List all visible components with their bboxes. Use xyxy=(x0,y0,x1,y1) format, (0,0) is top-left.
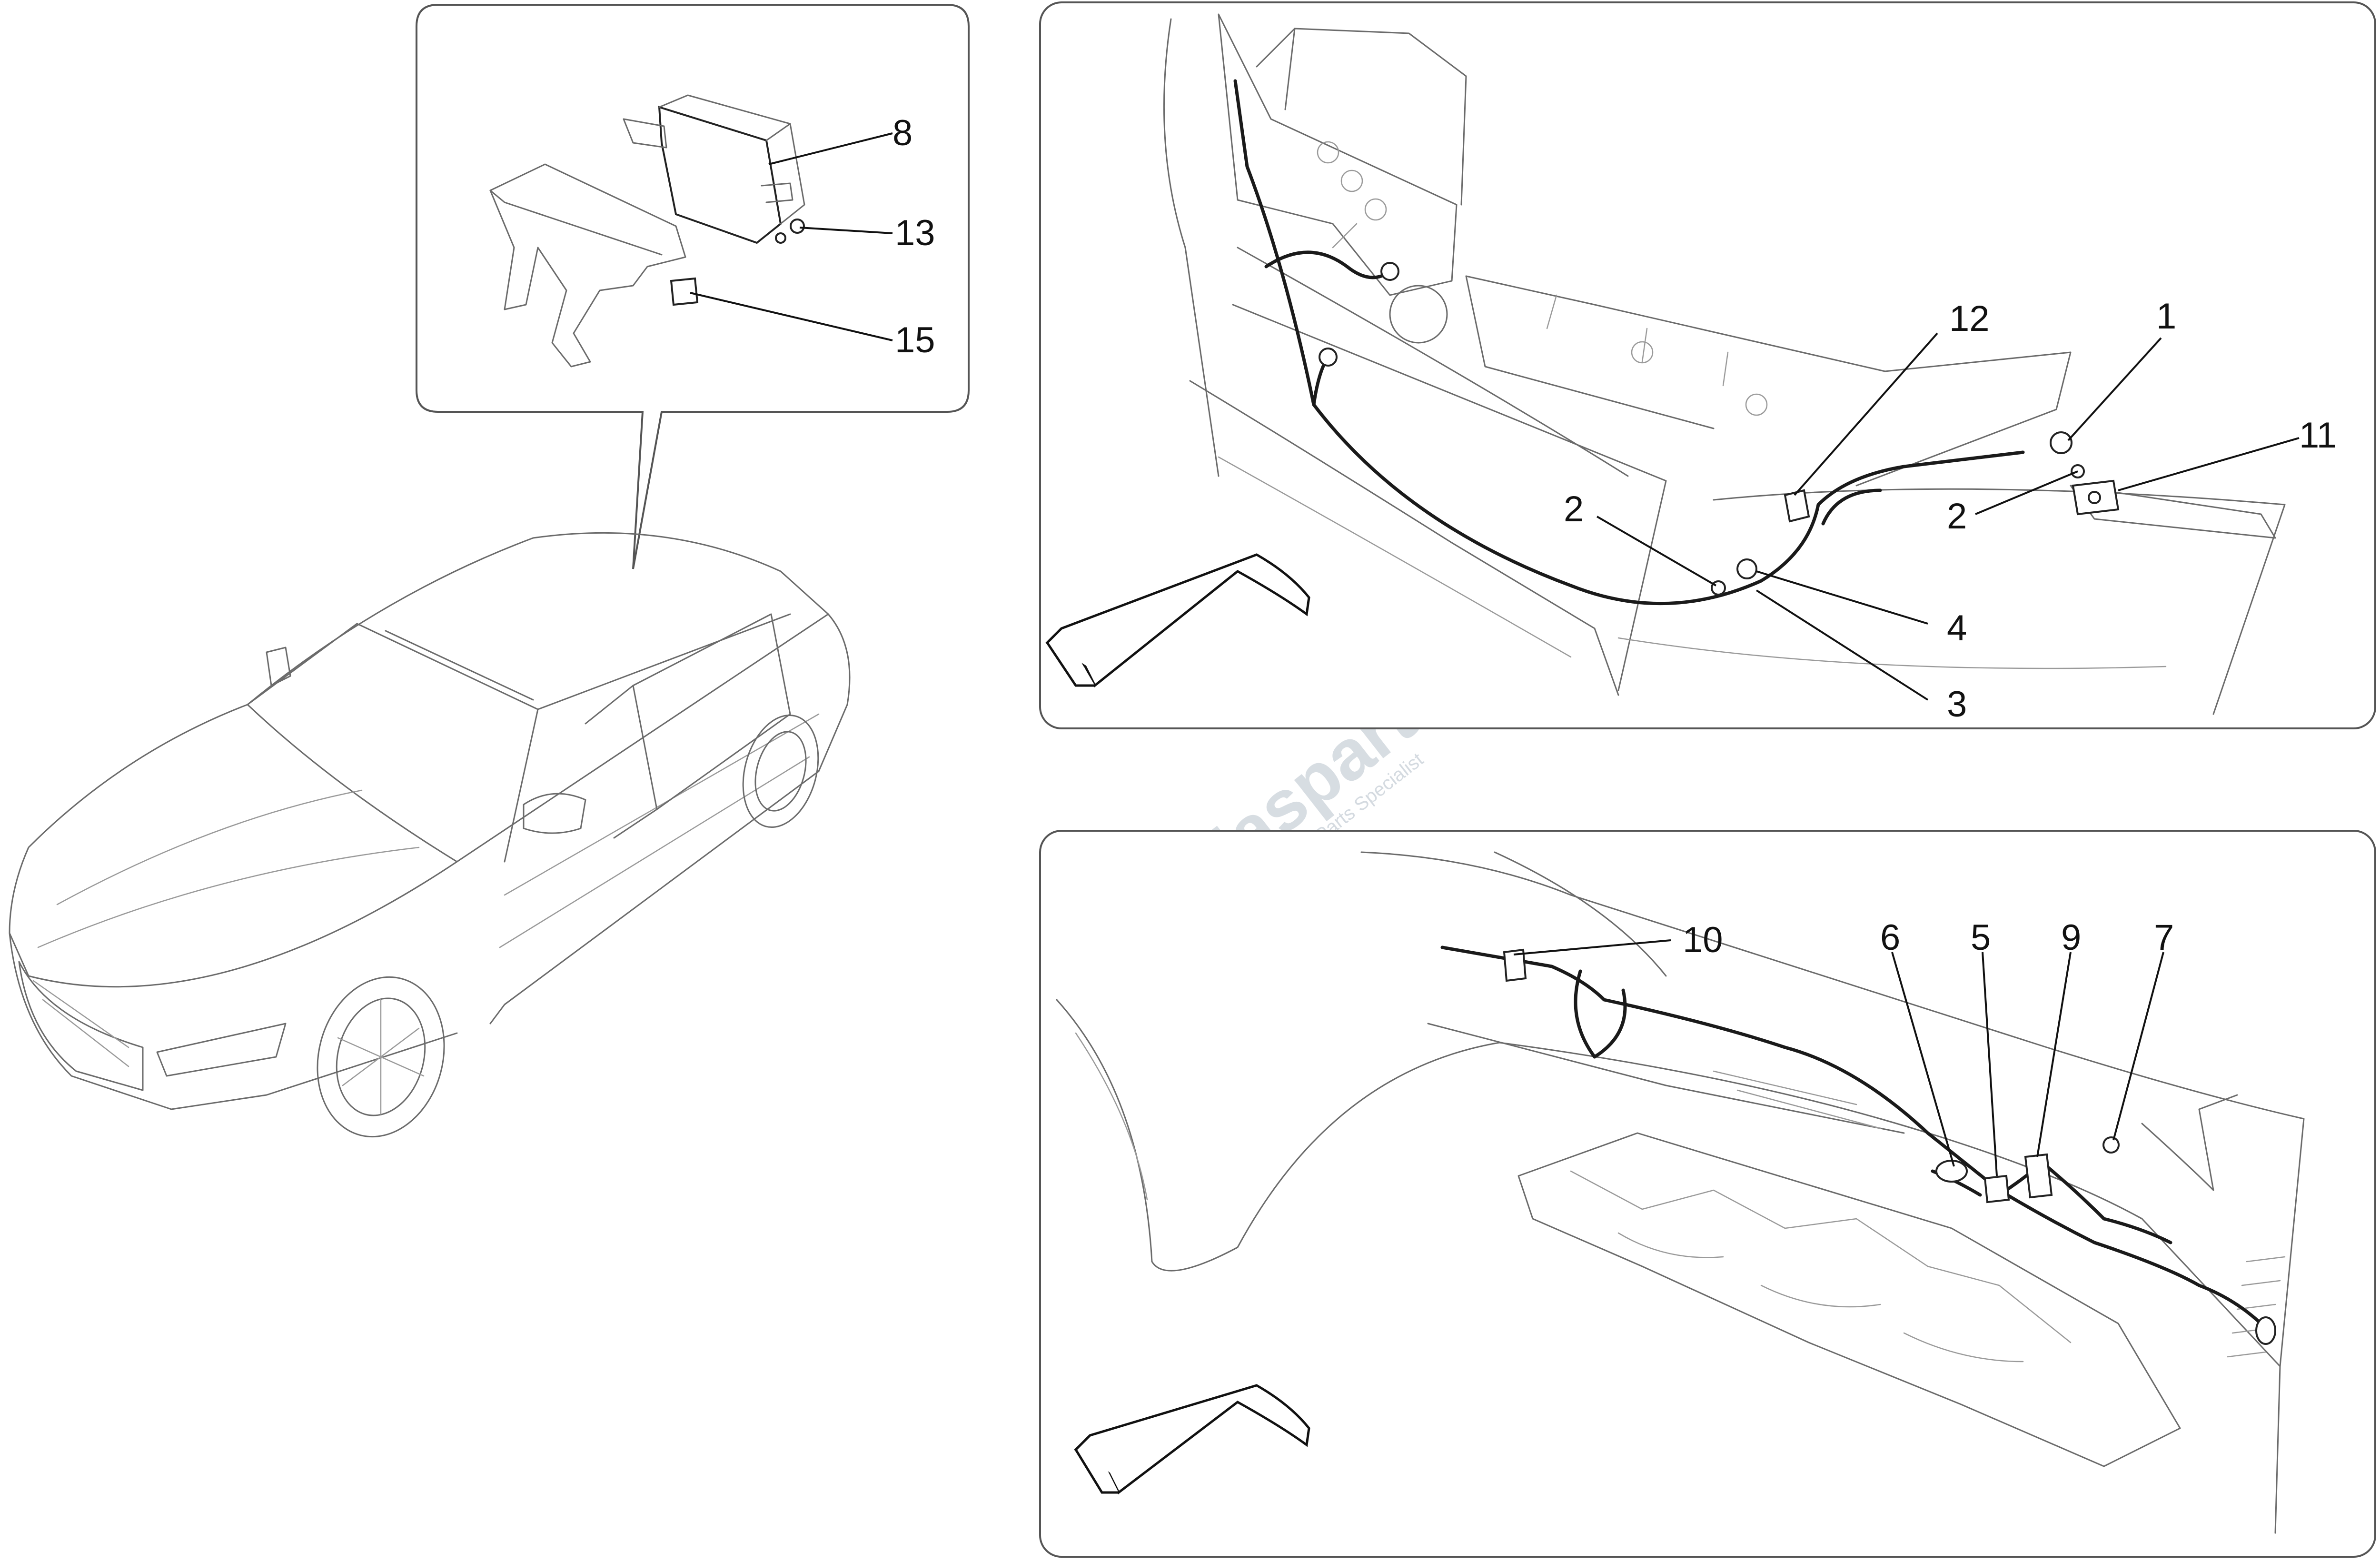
callout-2b: 2 xyxy=(1947,496,1967,537)
clip-5-icon xyxy=(1983,1174,2010,1204)
front-direction-arrow xyxy=(1045,553,1310,687)
connector-12-icon xyxy=(1784,489,1810,523)
sensor-1-icon xyxy=(2050,431,2073,454)
callout-11: 11 xyxy=(2299,415,2337,456)
nut-icon xyxy=(790,219,805,234)
rear-direction-arrow xyxy=(1074,1384,1310,1494)
callout-6: 6 xyxy=(1880,917,1900,958)
car-illustration xyxy=(9,532,851,1138)
callout-15: 15 xyxy=(895,320,935,360)
callout-1: 1 xyxy=(2156,296,2176,337)
callout-3: 3 xyxy=(1947,684,1967,725)
callout-2a: 2 xyxy=(1564,489,1584,529)
callout-9: 9 xyxy=(2061,917,2081,958)
rear-sensor-icon xyxy=(2255,1316,2276,1345)
callout-13: 13 xyxy=(895,213,935,253)
clip-icon xyxy=(670,277,699,306)
sensor-4-icon xyxy=(1736,558,1757,579)
connector-10-icon xyxy=(1503,948,1527,982)
rear-bumper-panel: 10 6 5 9 7 xyxy=(1039,830,2376,1558)
callout-12: 12 xyxy=(1949,298,1990,339)
callout-8: 8 xyxy=(892,113,912,153)
callout-7: 7 xyxy=(2154,917,2174,958)
callout-10: 10 xyxy=(1683,920,1723,960)
sensor-6-icon xyxy=(1935,1160,1968,1183)
callout-5: 5 xyxy=(1971,917,1991,958)
callout-4: 4 xyxy=(1947,608,1967,648)
module-icon xyxy=(623,94,805,244)
bracket-9-icon xyxy=(2024,1153,2053,1199)
grommet-7-icon xyxy=(2102,1136,2120,1154)
inset-module-panel: 8 13 15 xyxy=(416,4,970,569)
front-bumper-panel: 12 1 11 2 2 4 3 xyxy=(1039,1,2376,729)
